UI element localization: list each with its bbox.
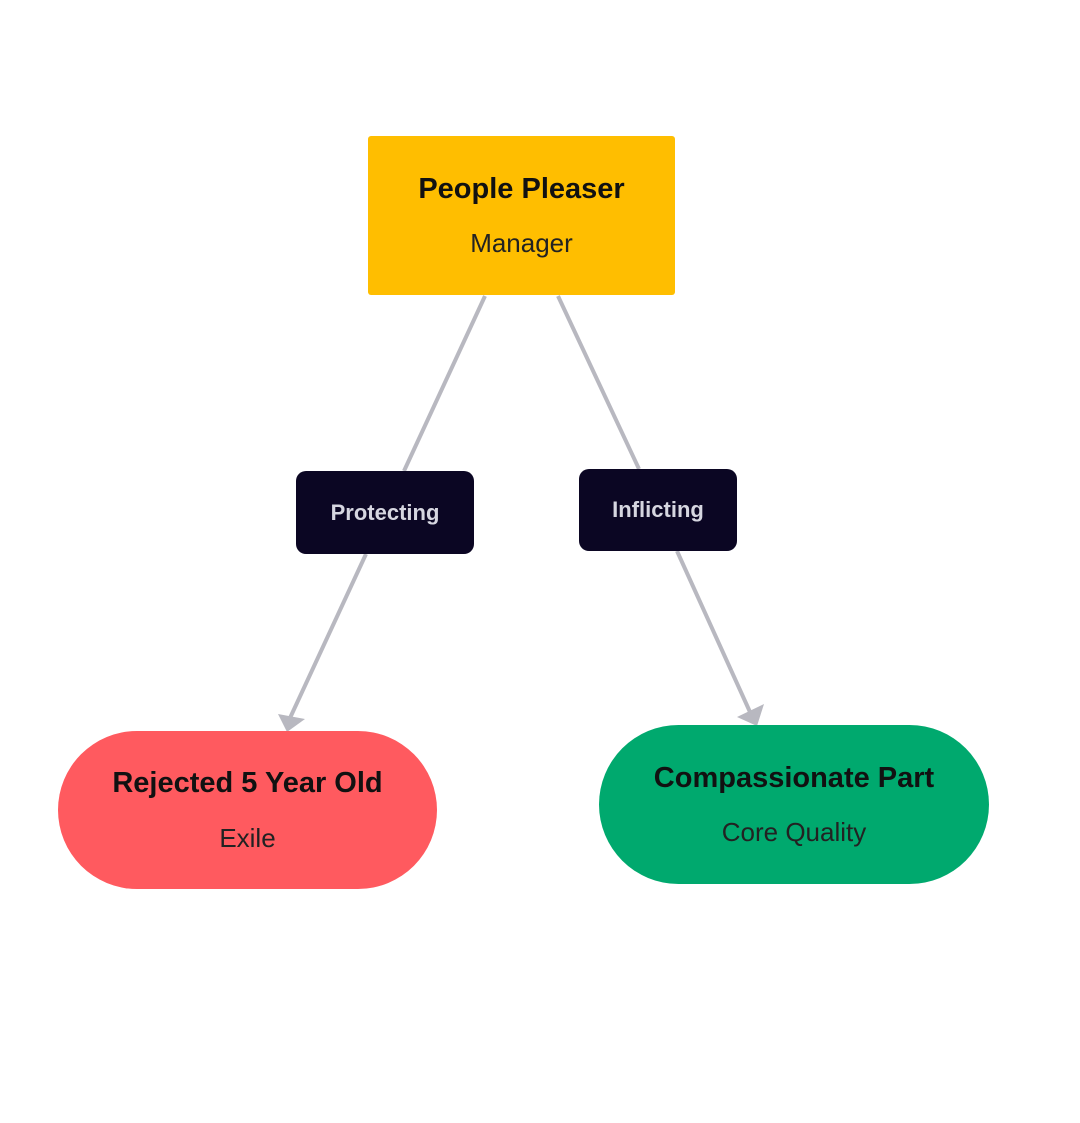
edge-protecting-arrowhead [278,714,305,732]
edge-inflicting-lower [675,550,752,713]
edge-label-inflicting[interactable]: Inflicting [579,469,737,551]
node-manager[interactable]: People Pleaser Manager [368,136,675,295]
edge-protecting-lower [288,553,368,719]
node-manager-subtitle: Manager [470,228,573,259]
edge-inflicting-arrowhead [737,704,764,726]
edge-protecting-upper [402,295,487,472]
node-manager-title: People Pleaser [418,172,625,205]
edge-label-protecting[interactable]: Protecting [296,471,474,554]
edge-inflicting-upper [556,295,641,470]
node-exile[interactable]: Rejected 5 Year Old Exile [58,731,437,889]
node-core-quality-title: Compassionate Part [653,761,935,794]
node-core-quality[interactable]: Compassionate Part Core Quality [599,725,989,884]
node-exile-subtitle: Exile [219,822,276,853]
node-exile-title: Rejected 5 Year Old [112,767,383,799]
node-core-quality-subtitle: Core Quality [721,817,867,848]
